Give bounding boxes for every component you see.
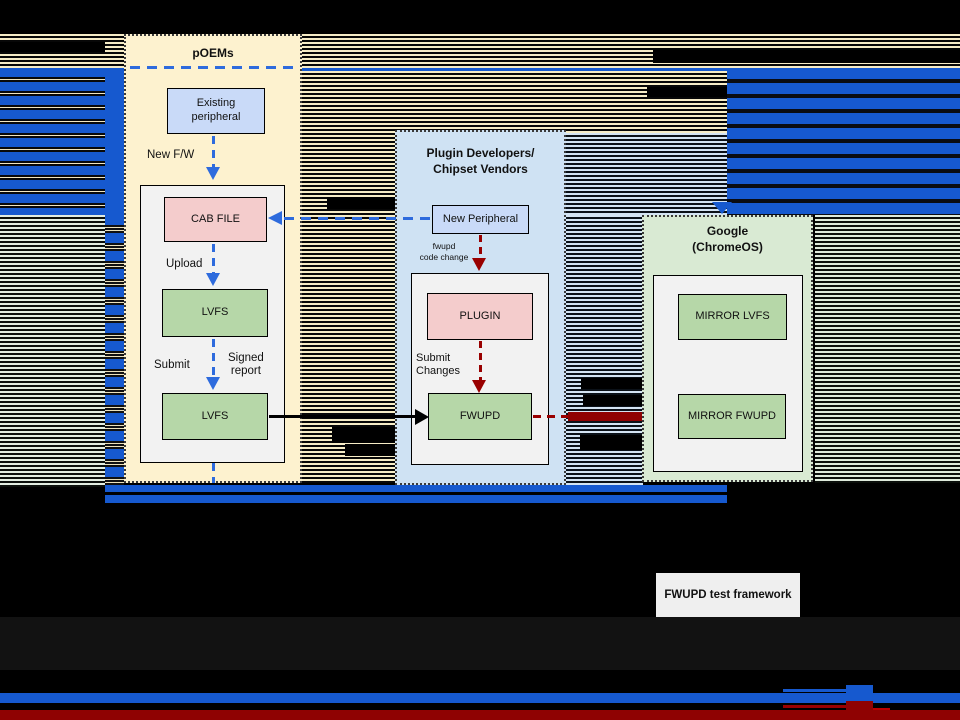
- poems-title: pOEMs: [192, 46, 234, 60]
- poems-title-separator: [130, 66, 296, 69]
- label-upload: Upload: [166, 258, 203, 270]
- arrow-codechange-head: [472, 258, 486, 271]
- glitch-black-bar-2: [647, 87, 727, 97]
- glitch-black-band-top-left: [0, 42, 105, 52]
- arrow-upload-head: [206, 273, 220, 286]
- glitch-blue-bars-right: [727, 68, 960, 215]
- node-mirror-lvfs: MIRROR LVFS: [678, 294, 787, 340]
- glitch-bottom-blue-bar-b: [105, 495, 727, 503]
- glitch-stripes-above-plugin: [395, 71, 727, 133]
- glitch-black-bar-5: [345, 444, 396, 456]
- arrow-submit-head: [206, 377, 220, 390]
- glitch-stripes-above-google: [566, 133, 727, 215]
- label-submit: Submit: [154, 359, 190, 371]
- arrow-newperipheral-cabfile-head: [268, 211, 282, 225]
- glitch-red-line-small: [783, 705, 847, 708]
- label-new-fw: New F/W: [147, 149, 195, 161]
- node-lvfs-lower: LVFS: [162, 393, 268, 440]
- node-lvfs-upper: LVFS: [162, 289, 268, 337]
- glitch-stripes-green-right: [815, 215, 960, 483]
- label-signed-report: Signed report: [228, 352, 264, 378]
- node-cab-file: CAB FILE: [164, 197, 267, 242]
- node-existing-peripheral: Existing peripheral: [167, 88, 265, 134]
- node-new-peripheral: New Peripheral: [432, 205, 529, 234]
- arrow-codechange-line: [479, 235, 482, 259]
- arrow-submitchanges-line: [479, 341, 482, 380]
- glitch-dark-band: [0, 617, 960, 670]
- label-fwupd-code-change: fwupd code change: [419, 241, 469, 262]
- glitch-blue-line: [302, 68, 960, 71]
- glitch-bottom-red-stripe: [0, 710, 960, 720]
- arrow-poems-tail-line: [212, 463, 215, 483]
- glitch-stripes-channel-1: [302, 71, 395, 483]
- node-plugin: PLUGIN: [427, 293, 533, 340]
- glitch-bottom-blue-stripe: [0, 693, 960, 703]
- glitch-black-bar-3: [327, 197, 396, 209]
- arrow-submitchanges-head: [472, 380, 486, 393]
- arrow-lvfs-fwupd-head: [415, 409, 429, 425]
- node-mirror-fwupd: MIRROR FWUPD: [678, 394, 786, 439]
- glitch-black-bar-6: [581, 378, 642, 389]
- node-fwupd: FWUPD: [428, 393, 532, 440]
- arrow-upload-line: [212, 244, 215, 274]
- label-submit-changes: Submit Changes: [416, 352, 461, 377]
- arrow-newperipheral-cabfile-line: [284, 217, 432, 220]
- glitch-red-bar: [568, 412, 644, 421]
- glitch-blue-line-small: [783, 689, 847, 692]
- arrow-newfw-line: [212, 136, 215, 168]
- glitch-blue-column-upper: [105, 68, 124, 215]
- arrow-submit-line: [212, 339, 215, 378]
- arrow-newfw-head: [206, 167, 220, 180]
- glitch-black-bar-7: [583, 395, 642, 406]
- plugin-title: Plugin Developers/ Chipset Vendors: [426, 146, 535, 176]
- glitch-blue-bars-left: [0, 68, 105, 215]
- glitch-bottom-blue-bar-a: [105, 485, 727, 492]
- glitch-black-bar-4: [332, 427, 396, 443]
- google-title: Google (ChromeOS): [692, 224, 763, 254]
- glitch-blue-column-lower: [105, 215, 124, 490]
- glitch-stripes-green-left: [0, 215, 105, 487]
- fwupd-test-framework-box: FWUPD test framework: [656, 573, 800, 617]
- arrow-lvfs-fwupd-line: [269, 415, 417, 418]
- glitch-blue-arrowhead: [712, 202, 732, 214]
- glitch-black-bar-1: [653, 50, 960, 63]
- glitch-black-bar-8: [580, 435, 642, 450]
